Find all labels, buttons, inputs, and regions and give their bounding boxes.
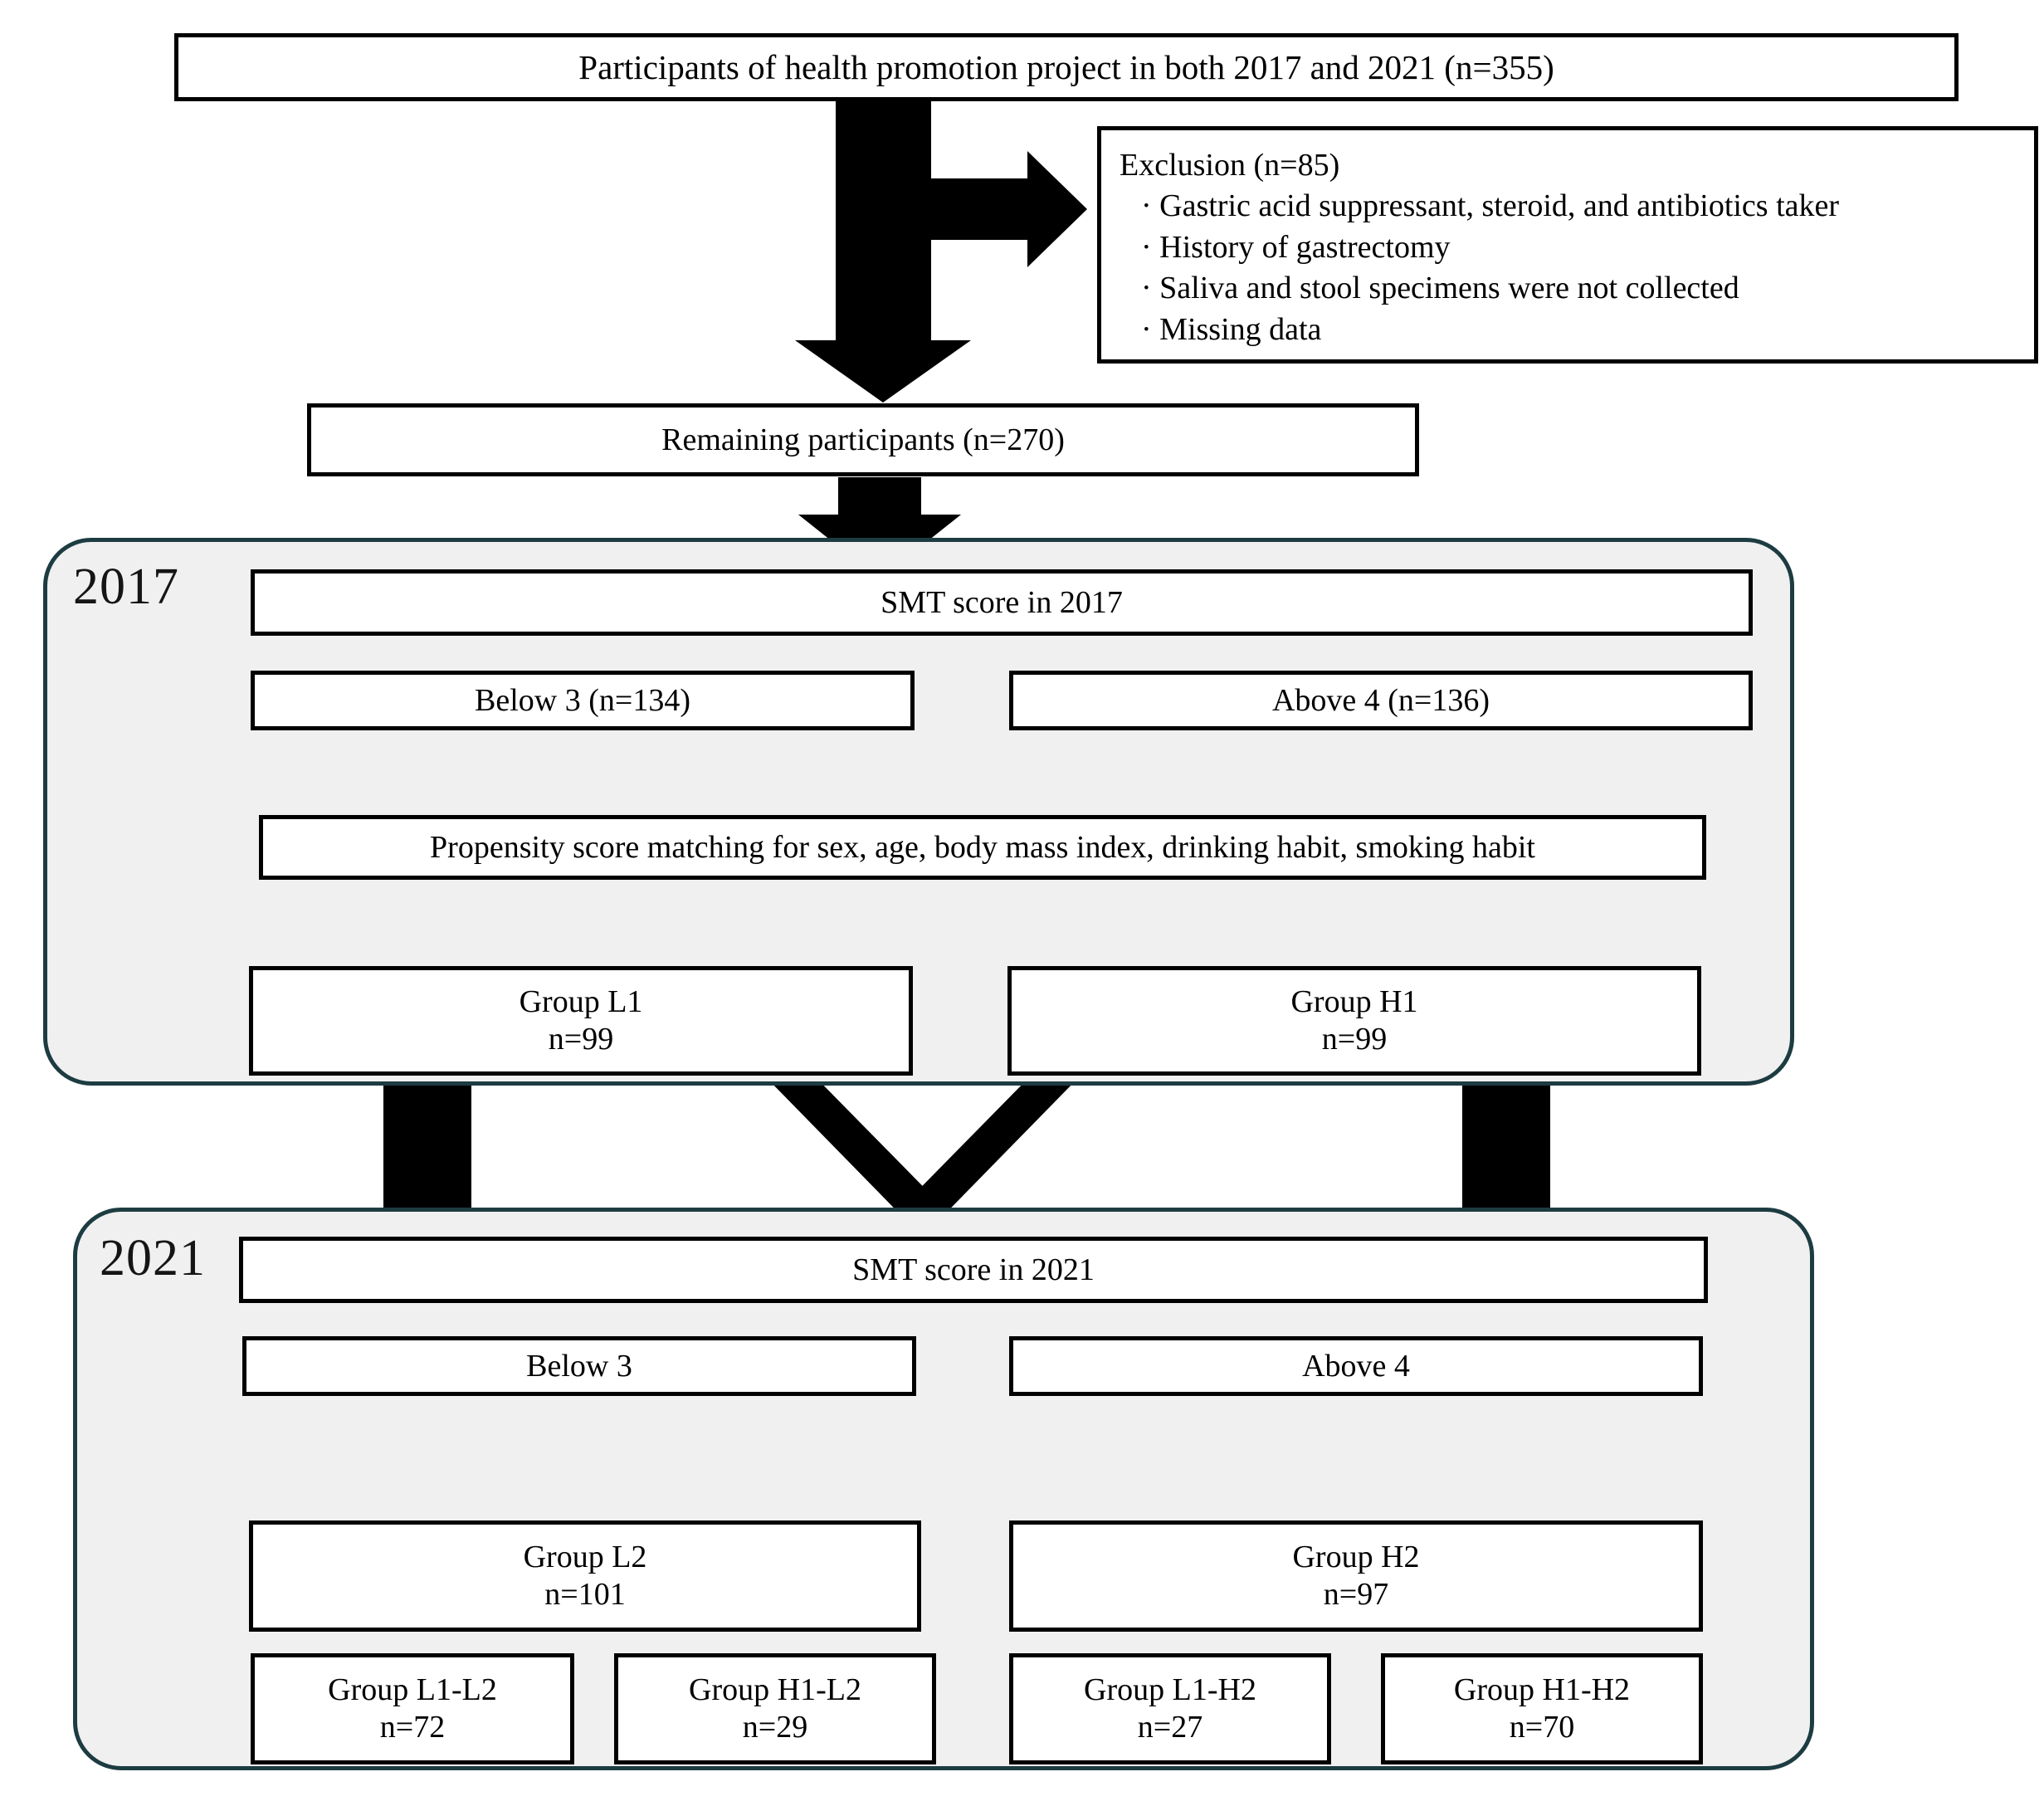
group-l1-count: n=99 bbox=[548, 1022, 614, 1057]
exclusion-bullet-1: · bbox=[1141, 229, 1152, 265]
box-group-h2: Group H2 n=97 bbox=[1009, 1520, 1703, 1632]
group-h1-h2-count: n=70 bbox=[1509, 1710, 1575, 1745]
exclusion-item-0-text: Gastric acid suppressant, steroid, and a… bbox=[1159, 188, 1840, 224]
above4-2017-label: Above 4 (n=136) bbox=[1271, 682, 1490, 718]
exclusion-item-3-text: Missing data bbox=[1159, 311, 1322, 347]
box-above4-2017: Above 4 (n=136) bbox=[1009, 671, 1753, 730]
exclusion-item-2: · Saliva and stool specimens were not co… bbox=[1120, 268, 1739, 309]
arrow-remaining-to-smt2017 bbox=[798, 477, 961, 579]
exclusion-item-2-text: Saliva and stool specimens were not coll… bbox=[1159, 271, 1739, 306]
arrow-participants-to-exclusion bbox=[795, 100, 1087, 403]
group-l2-name: Group L2 bbox=[523, 1540, 647, 1575]
box-remaining-participants: Remaining participants (n=270) bbox=[307, 403, 1419, 476]
below3-2021-label: Below 3 bbox=[526, 1348, 632, 1384]
year-label-2017: 2017 bbox=[73, 559, 179, 615]
psm-label: Propensity score matching for sex, age, … bbox=[430, 829, 1535, 865]
box-group-l1: Group L1 n=99 bbox=[249, 966, 913, 1076]
box-exclusion: Exclusion (n=85) · Gastric acid suppress… bbox=[1097, 126, 2038, 364]
box-participants: Participants of health promotion project… bbox=[174, 33, 1959, 101]
group-l1-h2-name: Group L1-H2 bbox=[1084, 1672, 1256, 1708]
participants-label: Participants of health promotion project… bbox=[578, 47, 1554, 86]
exclusion-item-0: · Gastric acid suppressant, steroid, and… bbox=[1120, 186, 1839, 227]
exclusion-bullet-3: · bbox=[1141, 311, 1152, 347]
exclusion-item-1-text: History of gastrectomy bbox=[1159, 229, 1451, 265]
exclusion-bullet-0: · bbox=[1141, 188, 1152, 224]
exclusion-item-3: · Missing data bbox=[1120, 310, 1321, 350]
box-smt-score-2017: SMT score in 2017 bbox=[251, 569, 1753, 636]
group-l2-count: n=101 bbox=[544, 1577, 626, 1612]
smt-2021-label: SMT score in 2021 bbox=[852, 1252, 1095, 1287]
exclusion-bullet-2: · bbox=[1141, 271, 1152, 306]
exclusion-heading: Exclusion (n=85) bbox=[1120, 148, 1340, 183]
exclusion-item-1: · History of gastrectomy bbox=[1120, 227, 1451, 268]
group-h1-h2-name: Group H1-H2 bbox=[1453, 1672, 1631, 1708]
group-h1-l2-name: Group H1-L2 bbox=[689, 1672, 861, 1708]
group-h2-count: n=97 bbox=[1323, 1577, 1389, 1612]
box-below3-2021: Below 3 bbox=[242, 1336, 916, 1396]
box-propensity-score-matching: Propensity score matching for sex, age, … bbox=[259, 815, 1706, 880]
remaining-label: Remaining participants (n=270) bbox=[661, 422, 1065, 457]
box-group-l1-h2: Group L1-H2 n=27 bbox=[1009, 1653, 1331, 1764]
box-below3-2017: Below 3 (n=134) bbox=[251, 671, 915, 730]
group-h2-name: Group H2 bbox=[1292, 1540, 1420, 1575]
box-group-h1: Group H1 n=99 bbox=[1007, 966, 1701, 1076]
box-group-h1-l2: Group H1-L2 n=29 bbox=[614, 1653, 936, 1764]
year-label-2021: 2021 bbox=[100, 1230, 206, 1286]
group-h1-name: Group H1 bbox=[1290, 984, 1418, 1020]
group-l1-h2-count: n=27 bbox=[1137, 1710, 1203, 1745]
group-l1-name: Group L1 bbox=[519, 984, 643, 1020]
group-h1-count: n=99 bbox=[1321, 1022, 1388, 1057]
below3-2017-label: Below 3 (n=134) bbox=[475, 682, 690, 718]
box-group-l2: Group L2 n=101 bbox=[249, 1520, 921, 1632]
box-above4-2021: Above 4 bbox=[1009, 1336, 1703, 1396]
box-group-h1-h2: Group H1-H2 n=70 bbox=[1381, 1653, 1703, 1764]
group-l1-l2-count: n=72 bbox=[379, 1710, 446, 1745]
box-smt-score-2021: SMT score in 2021 bbox=[239, 1237, 1708, 1303]
box-group-l1-l2: Group L1-L2 n=72 bbox=[251, 1653, 574, 1764]
group-l1-l2-name: Group L1-L2 bbox=[328, 1672, 497, 1708]
smt-2017-label: SMT score in 2017 bbox=[881, 584, 1123, 620]
above4-2021-label: Above 4 bbox=[1302, 1348, 1410, 1384]
group-h1-l2-count: n=29 bbox=[742, 1710, 808, 1745]
